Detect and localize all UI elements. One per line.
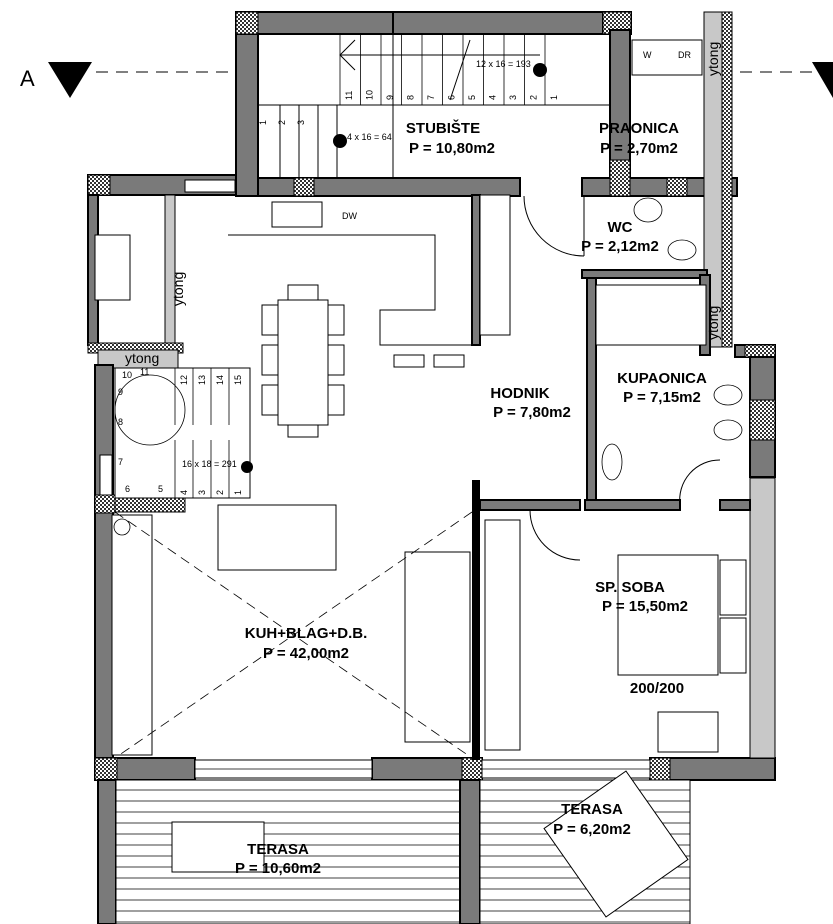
stair-step-number: 7 bbox=[426, 95, 436, 100]
svg-text:W: W bbox=[643, 50, 652, 60]
svg-text:P = 42,00m2: P = 42,00m2 bbox=[263, 645, 349, 662]
stair-step-number: 2 bbox=[529, 95, 539, 100]
room-praonica: PRAONICA P = 2,70m2 bbox=[599, 120, 679, 157]
svg-text:TERASA: TERASA bbox=[561, 801, 623, 818]
svg-text:200/200: 200/200 bbox=[630, 680, 684, 697]
ytong-label: ytong bbox=[705, 306, 721, 340]
svg-text:P = 7,15m2: P = 7,15m2 bbox=[623, 389, 701, 406]
walls bbox=[87, 11, 776, 781]
stair-step-number: 2 bbox=[215, 490, 225, 495]
svg-text:P = 7,80m2: P = 7,80m2 bbox=[493, 404, 571, 421]
svg-text:A: A bbox=[20, 66, 35, 91]
stair-step-number: 3 bbox=[508, 95, 518, 100]
furniture: DW W DR bbox=[94, 39, 747, 759]
svg-text:STUBIŠTE: STUBIŠTE bbox=[406, 119, 480, 137]
stair-step-number: 10 bbox=[365, 90, 375, 100]
stair-inner: 12 13 14 15 4 3 2 1 10 11 9 8 7 6 5 16 x 18 = 291 bbox=[114, 367, 253, 499]
svg-text:PRAONICA: PRAONICA bbox=[599, 120, 679, 137]
stair-step-number: 11 bbox=[344, 91, 354, 100]
stair-step-number: 12 bbox=[179, 375, 189, 385]
svg-text:16 x 18 = 291: 16 x 18 = 291 bbox=[182, 459, 237, 469]
stair-step-number: 7 bbox=[118, 457, 123, 467]
ytong-label: ytong bbox=[705, 42, 721, 76]
svg-text:DW: DW bbox=[342, 211, 357, 221]
svg-text:P = 6,20m2: P = 6,20m2 bbox=[553, 821, 631, 838]
room-kuhinja: KUH+BLAG+D.B. P = 42,00m2 bbox=[245, 625, 368, 662]
stair-step-number: 15 bbox=[233, 375, 243, 385]
stair-step-number: 8 bbox=[406, 95, 416, 100]
stair-step-number: 8 bbox=[118, 417, 123, 427]
stair-step-number: 1 bbox=[549, 95, 559, 100]
stair-step-number: 1 bbox=[233, 490, 243, 495]
svg-text:P = 2,70m2: P = 2,70m2 bbox=[600, 140, 678, 157]
stair-step-number: 3 bbox=[296, 120, 306, 125]
stair-step-number: 2 bbox=[277, 120, 287, 125]
svg-text:KUH+BLAG+D.B.: KUH+BLAG+D.B. bbox=[245, 625, 368, 642]
stair-step-number: 9 bbox=[118, 387, 123, 397]
stair-step-number: 6 bbox=[447, 95, 457, 100]
stair-step-number: 10 bbox=[122, 370, 132, 380]
stair-step-number: 5 bbox=[467, 95, 477, 100]
svg-text:DR: DR bbox=[678, 50, 691, 60]
ytong-label: ytong bbox=[170, 272, 186, 306]
room-terasa-desno: TERASA P = 6,20m2 bbox=[553, 801, 631, 838]
section-marker-right bbox=[720, 62, 833, 98]
stair-step-number: 14 bbox=[215, 375, 225, 385]
svg-text:HODNIK: HODNIK bbox=[490, 385, 549, 402]
stair-step-number: 1 bbox=[258, 120, 268, 125]
room-kupaonica: KUPAONICA P = 7,15m2 bbox=[617, 370, 707, 406]
room-hodnik: HODNIK P = 7,80m2 bbox=[490, 385, 570, 421]
ytong-label: ytong bbox=[125, 350, 159, 366]
section-marker-left: A bbox=[20, 62, 236, 98]
stair-step-number: 11 bbox=[140, 367, 149, 377]
room-spavaca-soba: SP. SOBA P = 15,50m2 200/200 bbox=[595, 579, 688, 697]
svg-text:4 x 16 = 64: 4 x 16 = 64 bbox=[347, 132, 392, 142]
svg-text:P = 2,12m2: P = 2,12m2 bbox=[581, 238, 659, 255]
stair-step-number: 5 bbox=[158, 484, 163, 494]
room-terasa-lijevo: TERASA P = 10,60m2 bbox=[235, 841, 321, 877]
svg-text:WC: WC bbox=[608, 219, 633, 236]
stair-step-number: 4 bbox=[488, 95, 498, 100]
terrace bbox=[97, 770, 691, 924]
svg-text:12 x 16 = 193: 12 x 16 = 193 bbox=[476, 59, 531, 69]
svg-text:P = 15,50m2: P = 15,50m2 bbox=[602, 598, 688, 615]
svg-text:KUPAONICA: KUPAONICA bbox=[617, 370, 707, 387]
windows bbox=[99, 179, 651, 779]
room-stubiste: STUBIŠTE P = 10,80m2 bbox=[406, 119, 495, 157]
svg-text:P = 10,80m2: P = 10,80m2 bbox=[409, 140, 495, 157]
stair-step-number: 13 bbox=[197, 375, 207, 385]
stair-step-number: 3 bbox=[197, 490, 207, 495]
svg-text:TERASA: TERASA bbox=[247, 841, 309, 858]
svg-text:P = 10,60m2: P = 10,60m2 bbox=[235, 860, 321, 877]
stair-step-number: 6 bbox=[125, 484, 130, 494]
room-wc: WC P = 2,12m2 bbox=[581, 219, 659, 255]
svg-text:SP. SOBA: SP. SOBA bbox=[595, 579, 665, 596]
stair-step-number: 4 bbox=[179, 490, 189, 495]
stair-step-number: 9 bbox=[385, 95, 395, 100]
